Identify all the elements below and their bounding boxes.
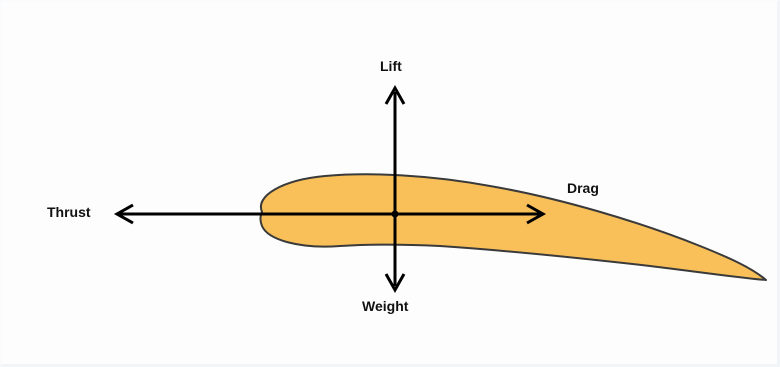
lift-label: Lift	[380, 58, 402, 74]
airfoil-shape	[261, 174, 767, 280]
weight-label: Weight	[362, 298, 408, 314]
drag-label: Drag	[567, 180, 599, 196]
center-of-pressure-dot	[392, 211, 399, 218]
thrust-label: Thrust	[47, 204, 91, 220]
